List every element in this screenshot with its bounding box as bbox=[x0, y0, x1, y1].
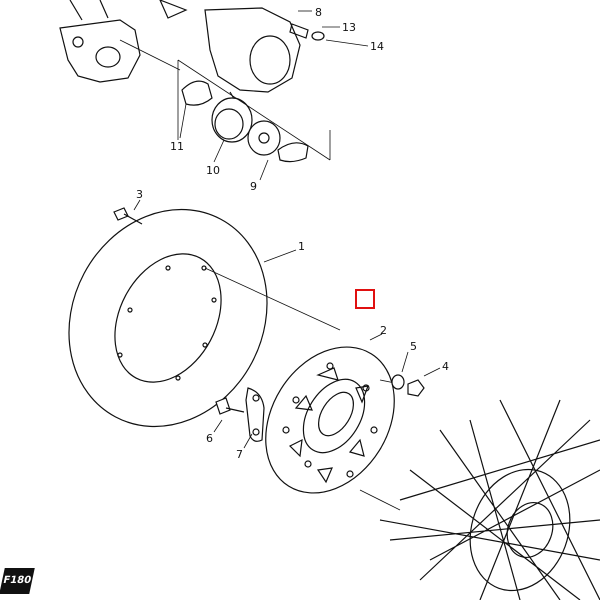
label-part-10: 10 bbox=[206, 164, 220, 177]
label-part-4: 4 bbox=[442, 360, 449, 373]
pad-shim bbox=[181, 80, 213, 106]
label-part-13: 13 bbox=[342, 21, 356, 34]
leader-lines bbox=[133, 10, 441, 449]
disc-bolt bbox=[113, 207, 143, 225]
nut-and-washer bbox=[391, 374, 425, 397]
shim-plate bbox=[247, 120, 309, 163]
caliper-body bbox=[159, 0, 301, 103]
label-part-5: 5 bbox=[410, 340, 417, 353]
bleeder-screw bbox=[289, 23, 325, 41]
caliper-bracket bbox=[59, 0, 141, 83]
bolt-and-lockplate bbox=[215, 387, 265, 442]
assembly-lines-upper bbox=[119, 39, 331, 161]
label-part-8: 8 bbox=[315, 6, 322, 19]
wheel-hub bbox=[379, 399, 600, 600]
piston-pad bbox=[211, 97, 253, 143]
label-part-11: 11 bbox=[170, 140, 184, 153]
label-part-14: 14 bbox=[370, 40, 384, 53]
label-part-7: 7 bbox=[236, 448, 243, 461]
label-part-1: 1 bbox=[298, 240, 305, 253]
label-part-2: 2 bbox=[380, 324, 387, 337]
corner-logo: F180 bbox=[0, 568, 35, 594]
brake-disc bbox=[68, 208, 268, 428]
label-part-9: 9 bbox=[250, 180, 257, 193]
label-part-3: 3 bbox=[136, 188, 143, 201]
label-part-6: 6 bbox=[206, 432, 213, 445]
hub-flange bbox=[265, 346, 395, 494]
selection-box[interactable] bbox=[355, 289, 375, 309]
